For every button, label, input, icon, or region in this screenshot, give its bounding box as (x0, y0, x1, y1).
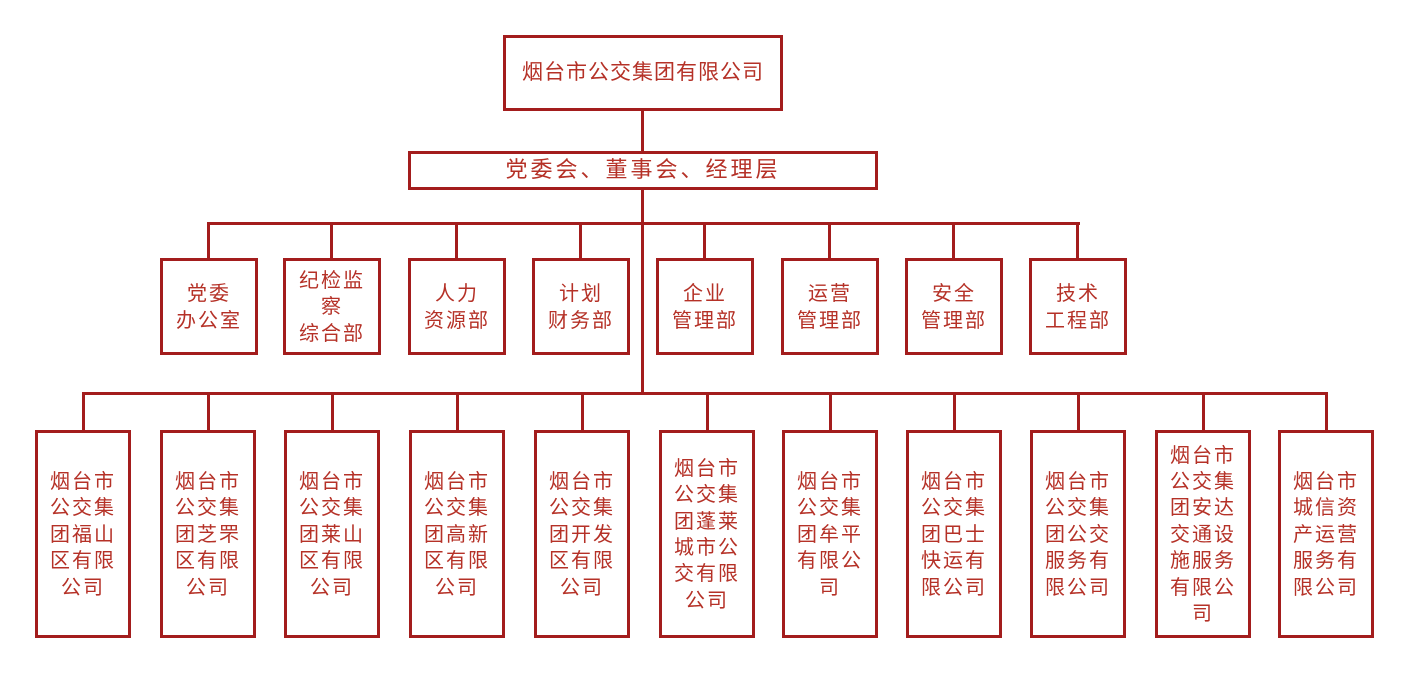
connector-drop-sub-5 (581, 392, 584, 430)
connector-root-governance (641, 111, 644, 151)
sub-box-bus-express: 烟台市 公交集 团巴士 快运有 限公司 (906, 430, 1002, 638)
connector-drop-dept-8 (1076, 222, 1079, 258)
dept-box-safety-mgmt: 安全 管理部 (905, 258, 1003, 355)
connector-drop-dept-6 (828, 222, 831, 258)
connector-drop-sub-7 (829, 392, 832, 430)
sub-box-anda-facilities: 烟台市 公交集 团安达 交通设 施服务 有限公 司 (1155, 430, 1251, 638)
connector-drop-sub-3 (331, 392, 334, 430)
connector-drop-dept-2 (330, 222, 333, 258)
connector-drop-sub-9 (1077, 392, 1080, 430)
sub-box-transit-service: 烟台市 公交集 团公交 服务有 限公司 (1030, 430, 1126, 638)
org-root-box: 烟台市公交集团有限公司 (503, 35, 783, 111)
connector-drop-dept-4 (579, 222, 582, 258)
connector-drop-dept-3 (455, 222, 458, 258)
sub-box-gaoxin: 烟台市 公交集 团高新 区有限 公司 (409, 430, 505, 638)
dept-box-enterprise-mgmt: 企业 管理部 (656, 258, 754, 355)
dept-box-human-resources: 人力 资源部 (408, 258, 506, 355)
connector-drop-dept-1 (207, 222, 210, 258)
dept-box-planning-finance: 计划 财务部 (532, 258, 630, 355)
sub-box-laishan: 烟台市 公交集 团莱山 区有限 公司 (284, 430, 380, 638)
dept-box-party-office: 党委 办公室 (160, 258, 258, 355)
connector-drop-sub-4 (456, 392, 459, 430)
connector-drop-sub-10 (1202, 392, 1205, 430)
connector-drop-sub-2 (207, 392, 210, 430)
connector-trunk (641, 190, 644, 395)
sub-box-kaifa: 烟台市 公交集 团开发 区有限 公司 (534, 430, 630, 638)
sub-box-fushan: 烟台市 公交集 团福山 区有限 公司 (35, 430, 131, 638)
dept-box-discipline: 纪检监 察 综合部 (283, 258, 381, 355)
connector-drop-sub-1 (82, 392, 85, 430)
connector-drop-dept-7 (952, 222, 955, 258)
connector-subsidiaries-rail (82, 392, 1328, 395)
connector-drop-sub-11 (1325, 392, 1328, 430)
sub-box-zhifu: 烟台市 公交集 团芝罘 区有限 公司 (160, 430, 256, 638)
connector-drop-dept-5 (703, 222, 706, 258)
sub-box-chengxin-assets: 烟台市 城信资 产运营 服务有 限公司 (1278, 430, 1374, 638)
org-governance-box: 党委会、董事会、经理层 (408, 151, 878, 190)
dept-box-tech-engineering: 技术 工程部 (1029, 258, 1127, 355)
connector-departments-rail (208, 222, 1080, 225)
sub-box-muping: 烟台市 公交集 团牟平 有限公 司 (782, 430, 878, 638)
dept-box-operations-mgmt: 运营 管理部 (781, 258, 879, 355)
sub-box-penglai: 烟台市 公交集 团蓬莱 城市公 交有限 公司 (659, 430, 755, 638)
connector-drop-sub-6 (706, 392, 709, 430)
connector-drop-sub-8 (953, 392, 956, 430)
